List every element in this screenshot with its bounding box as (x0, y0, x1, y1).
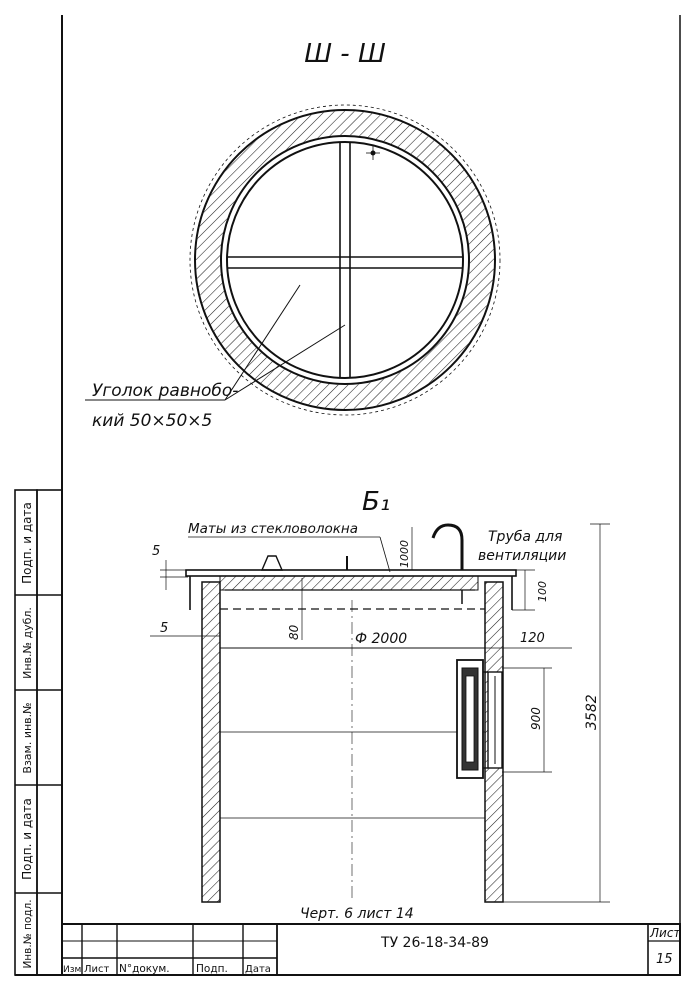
callout-text-line1: Уголок равнобо- (92, 381, 238, 401)
lid-plate (185, 569, 517, 577)
insulation-ring (196, 111, 494, 409)
document-code: ТУ 26-18-34-89 (380, 935, 489, 951)
drawing-reference: Черт. 6 лист 14 (300, 906, 414, 922)
dim-diameter: Ф 2000 (355, 631, 407, 647)
callout-text-line2: кий 50×50×5 (92, 411, 212, 431)
callout-leader-1 (224, 284, 301, 401)
dim-beam: 80 (287, 624, 301, 640)
col-document: N°докум. (119, 963, 170, 975)
dim-wall: 120 (520, 631, 545, 646)
mats-leader-down (379, 536, 391, 573)
insulation-ring-inner (220, 135, 470, 385)
ventilation-pipe (431, 523, 464, 570)
sheet-label: Лист (649, 926, 681, 940)
wall-left (201, 581, 221, 903)
col-signature: Подп. (196, 963, 228, 975)
dim-lid-thickness: 5 (152, 544, 160, 559)
side-stamp-cell-4: Инв.№ дубл. (21, 607, 34, 679)
side-stamp-cell-5: Подп. и дата (20, 502, 34, 584)
pipe-label-line2: вентиляции (478, 548, 566, 564)
side-stamp-cell-1: Инв.№ подл. (22, 899, 34, 968)
dim-gap: 5 (160, 621, 168, 636)
dashed-outline (189, 104, 501, 416)
plan-view: Уголок равнобо- кий 50×50×5 (85, 104, 501, 431)
lid-insulation (219, 575, 479, 591)
side-stamp-cell-2: Подп. и дата (20, 798, 34, 880)
dim-pipe-height: 1000 (398, 540, 411, 568)
access-hatch (456, 659, 503, 779)
view-title: Б₁ (362, 487, 390, 517)
mats-label: Маты из стекловолокна (188, 521, 358, 537)
sheet-number: 15 (656, 952, 673, 967)
side-stamp-cell-3: Взам. инв.№ (21, 702, 34, 773)
col-izm: Изм (63, 965, 81, 975)
callout-leader-2 (224, 324, 346, 401)
col-date: Дата (245, 964, 271, 975)
dim-hatch: 900 (529, 707, 543, 730)
dim-lid-height: 100 (536, 581, 549, 602)
side-stamp: Инв.№ подл. Подп. и дата Взам. инв.№ Инв… (14, 489, 63, 976)
insulation-ring-outer (194, 109, 496, 411)
lifting-lug (260, 555, 284, 571)
inner-wall (226, 141, 464, 379)
section-title: Ш - Ш (304, 39, 386, 69)
pipe-label-line1: Труба для (488, 529, 562, 545)
title-block: Изм Лист N°докум. Подп. Дата ТУ 26-18-34… (61, 923, 681, 976)
elevation-view: Маты из стекловолокна Труба для вентиляц… (150, 521, 610, 922)
col-list: Лист (84, 964, 110, 975)
dim-total-height: 3582 (584, 694, 600, 730)
